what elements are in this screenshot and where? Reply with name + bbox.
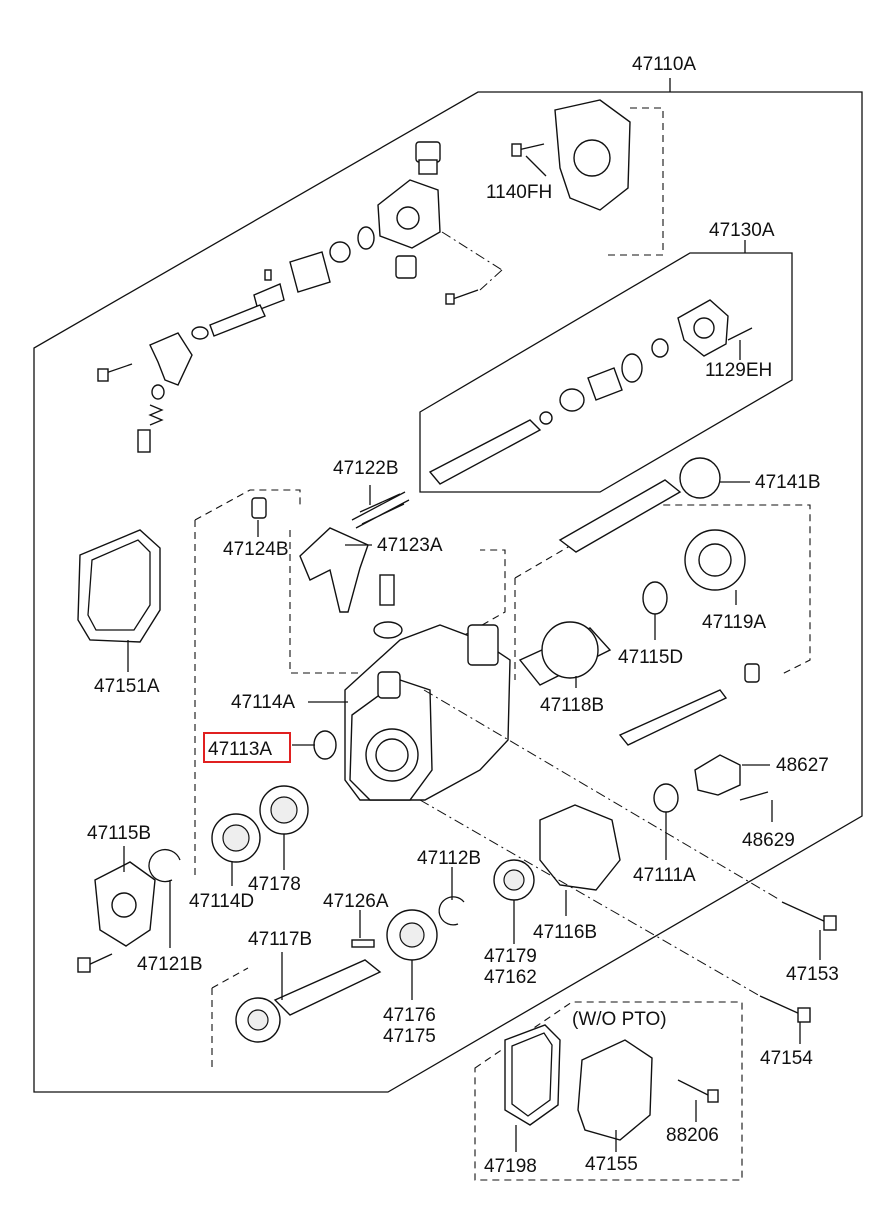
assembly-outline-47130A xyxy=(419,252,793,493)
label-47116B[interactable]: 47116B xyxy=(533,922,597,943)
label-47111A[interactable]: 47111A xyxy=(633,865,696,886)
label-47179[interactable]: 47179 xyxy=(484,946,537,967)
cover-47155 xyxy=(577,1039,653,1141)
label-47151A[interactable]: 47151A xyxy=(94,676,160,697)
label-47176[interactable]: 47176 xyxy=(383,1005,436,1026)
shift-rail-parts xyxy=(428,299,753,485)
label-47178[interactable]: 47178 xyxy=(248,874,301,895)
label-47141B[interactable]: 47141B xyxy=(755,472,821,493)
label-47118B[interactable]: 47118B xyxy=(540,695,604,716)
label-1140FH[interactable]: 1140FH xyxy=(486,182,552,203)
label-47175[interactable]: 47175 xyxy=(383,1026,436,1047)
label-47153[interactable]: 47153 xyxy=(786,964,839,985)
label-47198[interactable]: 47198 xyxy=(484,1156,537,1177)
label-47130A[interactable]: 47130A xyxy=(709,220,775,241)
label-47126A[interactable]: 47126A xyxy=(323,891,389,912)
label-47115D[interactable]: 47115D xyxy=(618,647,683,668)
shift-fork-parts xyxy=(251,491,410,639)
label-47122B[interactable]: 47122B xyxy=(333,458,399,479)
label-47114A[interactable]: 47114A xyxy=(231,692,295,713)
label-47113A[interactable]: 47113A xyxy=(208,739,272,760)
label-wo-pto: (W/O PTO) xyxy=(572,1009,667,1030)
gasket-47151A xyxy=(77,529,161,643)
gear-parts xyxy=(518,457,769,813)
transfer-housing xyxy=(313,624,511,801)
label-47112B[interactable]: 47112B xyxy=(417,848,481,869)
wo-pto-dashed-box xyxy=(474,1001,743,1181)
label-48629[interactable]: 48629 xyxy=(742,830,795,851)
label-48627[interactable]: 48627 xyxy=(776,755,829,776)
part-labels: 47110A 1140FH 47130A 1129EH 47122B 47141… xyxy=(87,54,839,1177)
assembly-outline-47110A xyxy=(33,78,863,1093)
label-47121B[interactable]: 47121B xyxy=(137,954,203,975)
label-47123A[interactable]: 47123A xyxy=(377,535,443,556)
label-47154[interactable]: 47154 xyxy=(760,1048,813,1069)
label-47119A[interactable]: 47119A xyxy=(702,612,766,633)
label-47155[interactable]: 47155 xyxy=(585,1154,638,1175)
label-88206[interactable]: 88206 xyxy=(666,1125,719,1146)
leader-lines xyxy=(123,155,821,1152)
label-1129EH[interactable]: 1129EH xyxy=(705,360,772,381)
highlight-box-47113A xyxy=(203,732,291,763)
label-47110A[interactable]: 47110A xyxy=(632,54,696,75)
label-47162[interactable]: 47162 xyxy=(484,967,537,988)
label-47114D[interactable]: 47114D xyxy=(189,891,254,912)
shift-linkage-parts xyxy=(97,99,631,453)
label-47115B[interactable]: 47115B xyxy=(87,823,151,844)
gasket-47198 xyxy=(504,1024,561,1126)
label-47117B[interactable]: 47117B xyxy=(248,929,312,950)
shift-fork-dashed-box xyxy=(194,489,301,521)
label-47124B[interactable]: 47124B xyxy=(223,539,289,560)
bearing-parts xyxy=(77,785,621,1043)
